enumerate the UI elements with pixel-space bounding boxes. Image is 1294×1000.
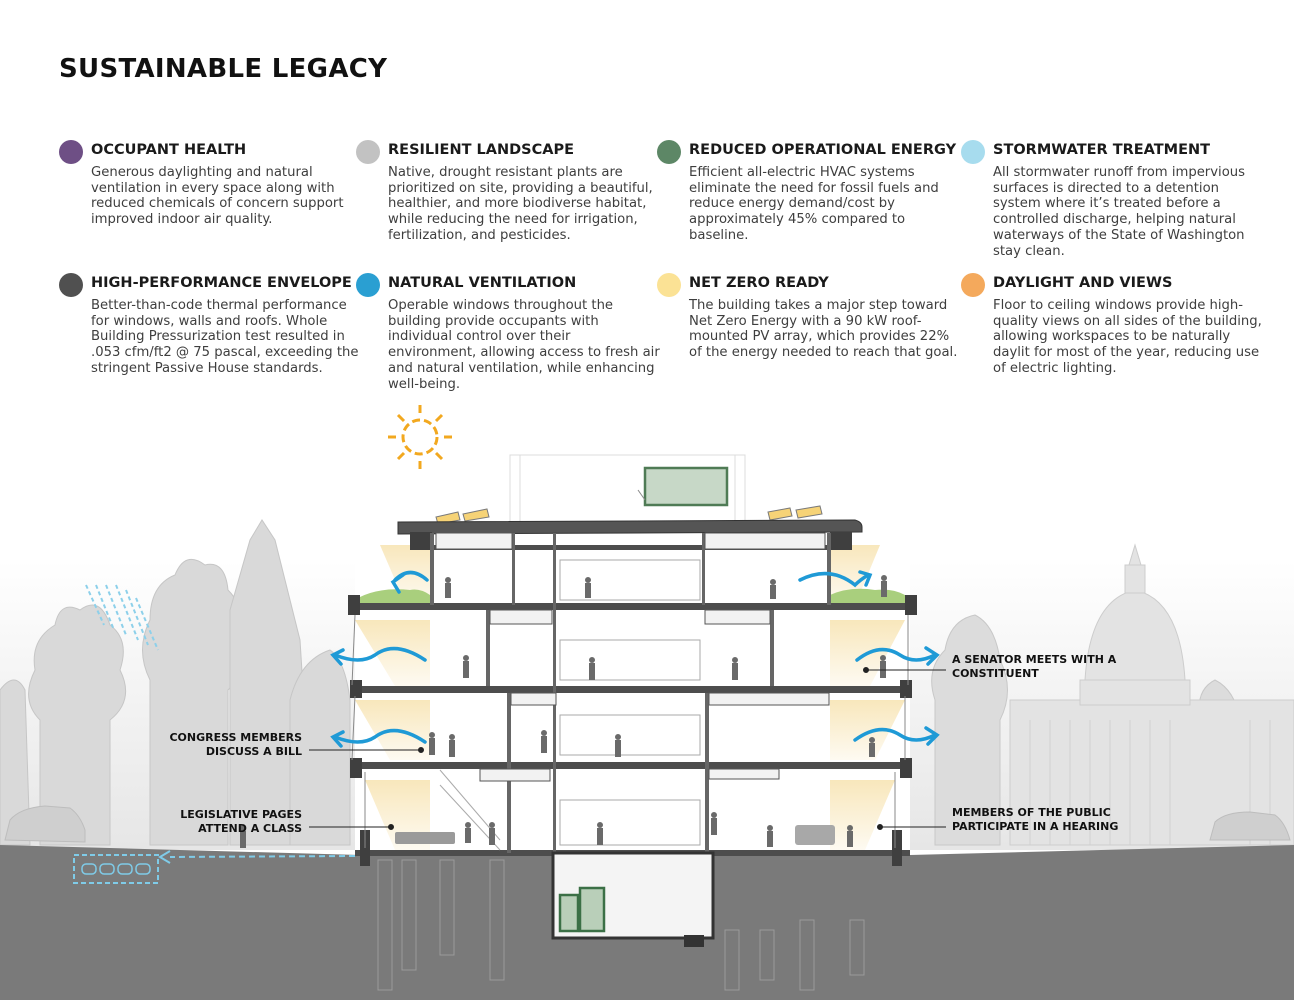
people-silhouettes — [240, 575, 887, 848]
item-title: NET ZERO READY — [689, 275, 829, 291]
sun-icon — [388, 405, 452, 469]
resilient-landscape-dot-icon — [356, 140, 380, 164]
foundation-piles — [377, 859, 865, 991]
item-description: Efficient all-electric HVAC systems elim… — [689, 165, 939, 243]
pv-panels — [435, 505, 823, 525]
glazing — [351, 614, 909, 848]
natural-ventilation-dot-icon — [356, 273, 380, 297]
daylight-and-views-dot-icon — [961, 273, 985, 297]
ventilation-arrows — [330, 570, 940, 748]
hearing-audience — [795, 825, 835, 845]
callout-senator: A SENATOR MEETS WITH A CONSTITUENT — [952, 653, 1117, 680]
item-title: STORMWATER TREATMENT — [993, 142, 1211, 158]
item-description: Floor to ceiling windows provide high-qu… — [993, 298, 1262, 376]
class-desks — [395, 832, 455, 844]
item-title: REDUCED OPERATIONAL ENERGY — [689, 142, 957, 158]
background-cars — [4, 805, 1291, 843]
item-title: HIGH-PERFORMANCE ENVELOPE — [91, 275, 352, 291]
occupant-health-dot-icon — [59, 140, 83, 164]
item-description: The building takes a major step toward N… — [689, 298, 958, 361]
basement-green-equipment — [558, 886, 606, 933]
ceiling-ducts — [435, 532, 830, 782]
item-description: All stormwater runoff from impervious su… — [993, 165, 1245, 259]
item-description: Operable windows throughout the building… — [388, 298, 660, 392]
stormwater-detention-icon — [73, 850, 356, 884]
callout-legislative-pages: LEGISLATIVE PAGES ATTEND A CLASS — [180, 808, 302, 835]
item-description: Better-than-code thermal performance for… — [91, 298, 359, 376]
item-title: DAYLIGHT AND VIEWS — [993, 275, 1173, 291]
building-section-illustration — [0, 405, 1294, 1000]
rain-icon — [85, 584, 159, 651]
callout-members-of-public: MEMBERS OF THE PUBLIC PARTICIPATE IN A H… — [952, 806, 1119, 833]
item-title: RESILIENT LANDSCAPE — [388, 142, 574, 158]
callout-leaders — [309, 667, 946, 830]
background-trees-left — [0, 519, 351, 846]
rooftop-mechanical-unit — [643, 466, 729, 507]
net-zero-ready-dot-icon — [657, 273, 681, 297]
page-title: SUSTAINABLE LEGACY — [59, 54, 388, 84]
reduced-operational-energy-dot-icon — [657, 140, 681, 164]
callout-congress-members: CONGRESS MEMBERS DISCUSS A BILL — [169, 731, 302, 758]
item-description: Native, drought resistant plants are pri… — [388, 165, 653, 243]
daylight-wedges — [355, 545, 905, 850]
building-section — [240, 466, 917, 947]
roof — [397, 519, 863, 535]
item-title: OCCUPANT HEALTH — [91, 142, 247, 158]
green-roof — [360, 588, 908, 603]
high-performance-envelope-dot-icon — [59, 273, 83, 297]
stormwater-treatment-dot-icon — [961, 140, 985, 164]
item-title: NATURAL VENTILATION — [388, 275, 577, 291]
item-description: Generous daylighting and natural ventila… — [91, 165, 344, 228]
